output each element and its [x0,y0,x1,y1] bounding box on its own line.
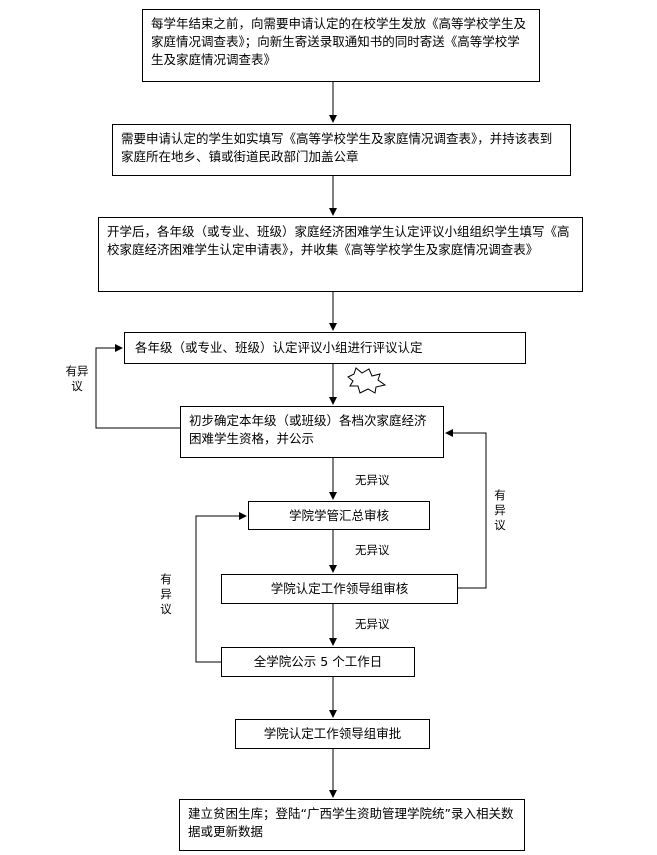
label-objection-left-top: 有异议 [65,364,89,393]
label-objection-left-mid: 有异议 [160,572,172,616]
step-college-publicity: 全学院公示 5 个工作日 [221,647,415,677]
label-no-objection-3: 无异议 [355,617,390,631]
step-collect-application: 开学后，各年级（或专业、班级）家庭经济困难学生认定评议小组组织学生填写《高校家庭… [98,217,583,292]
step-group-evaluation: 各年级（或专业、班级）认定评议小组进行评议认定 [124,332,526,364]
step-establish-database: 建立贫困生库；登陆“广西学生资助管理学院统”录入相关数据或更新数据 [179,799,525,851]
step-leadership-approval: 学院认定工作领导组审批 [235,719,430,749]
label-no-objection-1: 无异议 [355,473,390,487]
loop-s8-to-s6 [195,512,247,663]
loop-s7-to-s5 [445,429,487,589]
step-leadership-review: 学院认定工作领导组审核 [221,574,458,604]
label-objection-right: 有异议 [494,488,506,532]
loop-s5-to-s4 [95,344,180,429]
burst-icon [347,367,387,394]
step-college-summary-review: 学院学管汇总审核 [248,501,430,530]
step-fill-survey: 需要申请认定的学生如实填写《高等学校学生及家庭情况调查表》，并持该表到家庭所在地… [112,124,571,176]
step-distribute-survey: 每学年结束之前，向需要申请认定的在校学生发放《高等学校学生及家庭情况调查表》；向… [142,9,540,82]
label-no-objection-2: 无异议 [355,543,390,557]
step-preliminary-publicity: 初步确定本年级（或班级）各档次家庭经济困难学生资格，并公示 [180,406,444,458]
